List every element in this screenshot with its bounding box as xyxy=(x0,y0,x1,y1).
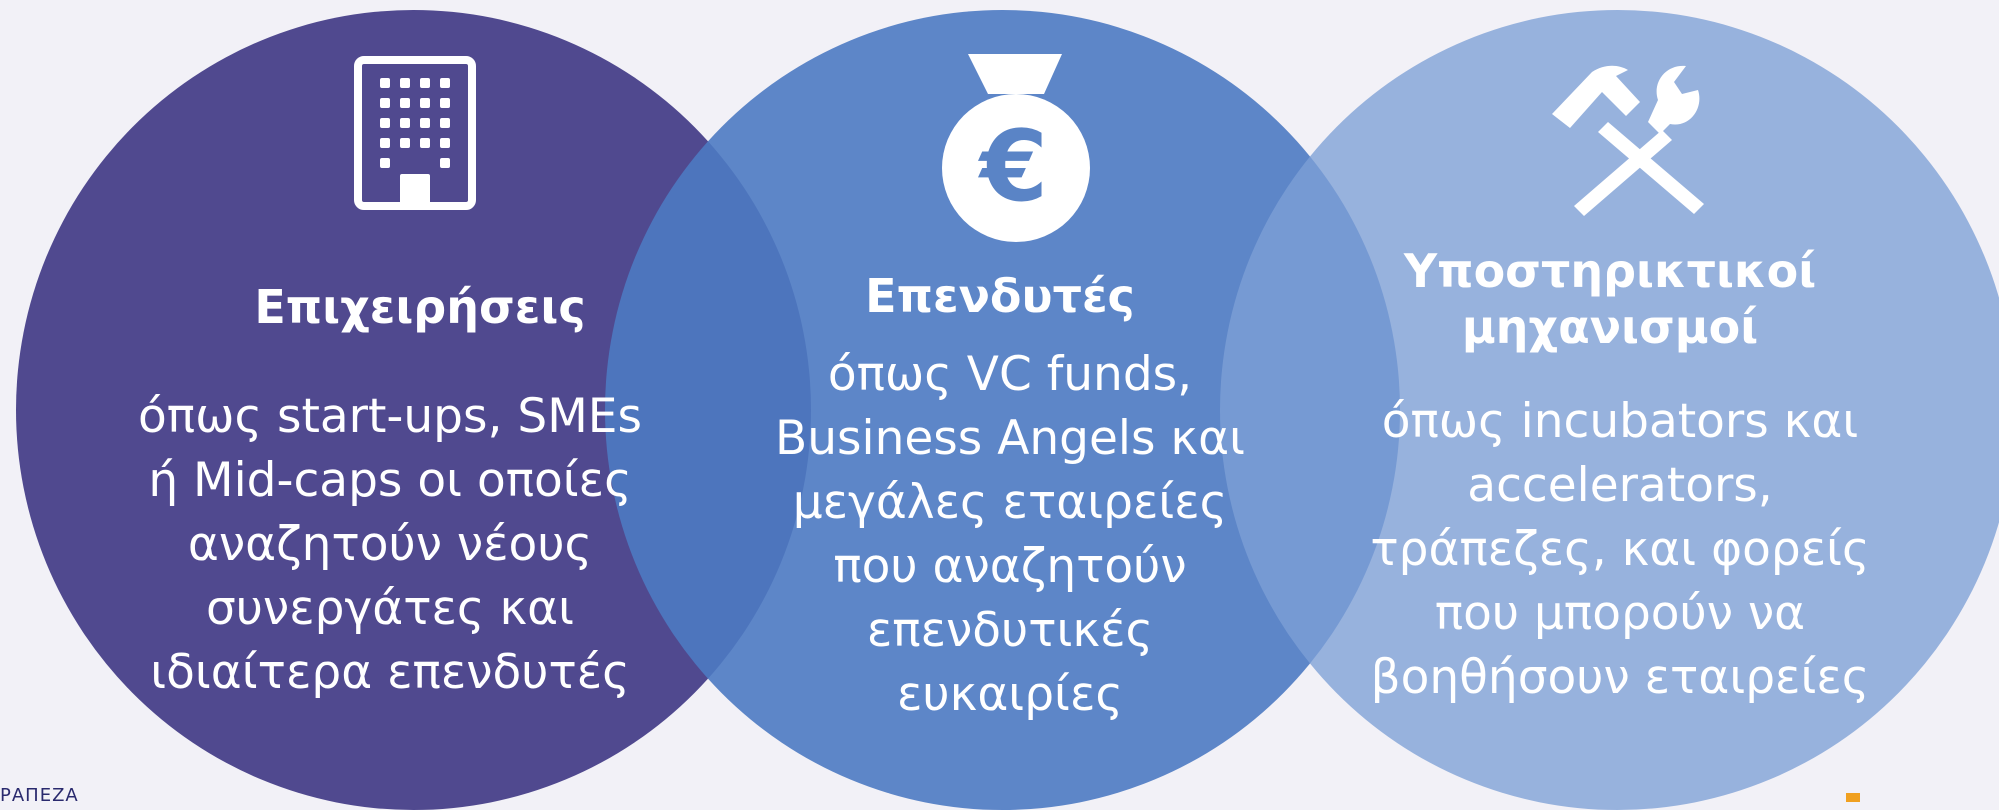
description-line: ή Mid-caps οι οποίες xyxy=(148,453,632,508)
title-line: Υποστηρικτικοί xyxy=(1403,244,1817,298)
svg-text:€: € xyxy=(978,110,1048,224)
footer-logo-text: ΡΑΠΕΖΑ xyxy=(0,785,79,806)
description-line: που μπορούν να xyxy=(1434,586,1806,641)
description-line: που αναζητούν xyxy=(833,539,1187,594)
euro-money-bag-icon: € xyxy=(942,54,1090,242)
title-line: μηχανισμοί xyxy=(1461,300,1759,354)
description-line: όπως incubators και xyxy=(1381,394,1859,449)
description-line: συνεργάτες και xyxy=(205,581,575,636)
description-line: accelerators, xyxy=(1467,458,1773,513)
description-line: μεγάλες εταιρείες xyxy=(792,475,1228,530)
description-line: αναζητούν νέους xyxy=(187,517,593,572)
description-line: επενδυτικές xyxy=(866,603,1154,658)
investors-description: όπως VC funds, Business Angels και μεγάλ… xyxy=(735,343,1285,727)
description-line: ευκαιρίες xyxy=(897,667,1123,722)
description-line: Business Angels και xyxy=(775,411,1245,466)
businesses-description: όπως start-ups, SMEs ή Mid-caps οι οποίε… xyxy=(100,385,680,705)
orange-accent-mark xyxy=(1846,793,1860,802)
businesses-title: Επιχειρήσεις xyxy=(254,280,586,334)
description-line: όπως start-ups, SMEs xyxy=(138,389,642,444)
building-icon xyxy=(354,56,476,210)
description-line: βοηθήσουν εταιρείες xyxy=(1370,650,1870,705)
support-mechanisms-description: όπως incubators και accelerators, τράπεζ… xyxy=(1330,390,1910,710)
support-mechanisms-circle xyxy=(1220,10,1999,810)
hammer-wrench-icon xyxy=(1552,65,1704,216)
support-mechanisms-title: Υποστηρικτικοί μηχανισμοί xyxy=(1360,243,1860,355)
investors-title: Επενδυτές xyxy=(865,269,1135,323)
description-line: όπως VC funds, xyxy=(827,347,1193,402)
description-line: τράπεζες, και φορείς xyxy=(1370,522,1870,577)
description-line: ιδιαίτερα επενδυτές xyxy=(150,645,630,700)
